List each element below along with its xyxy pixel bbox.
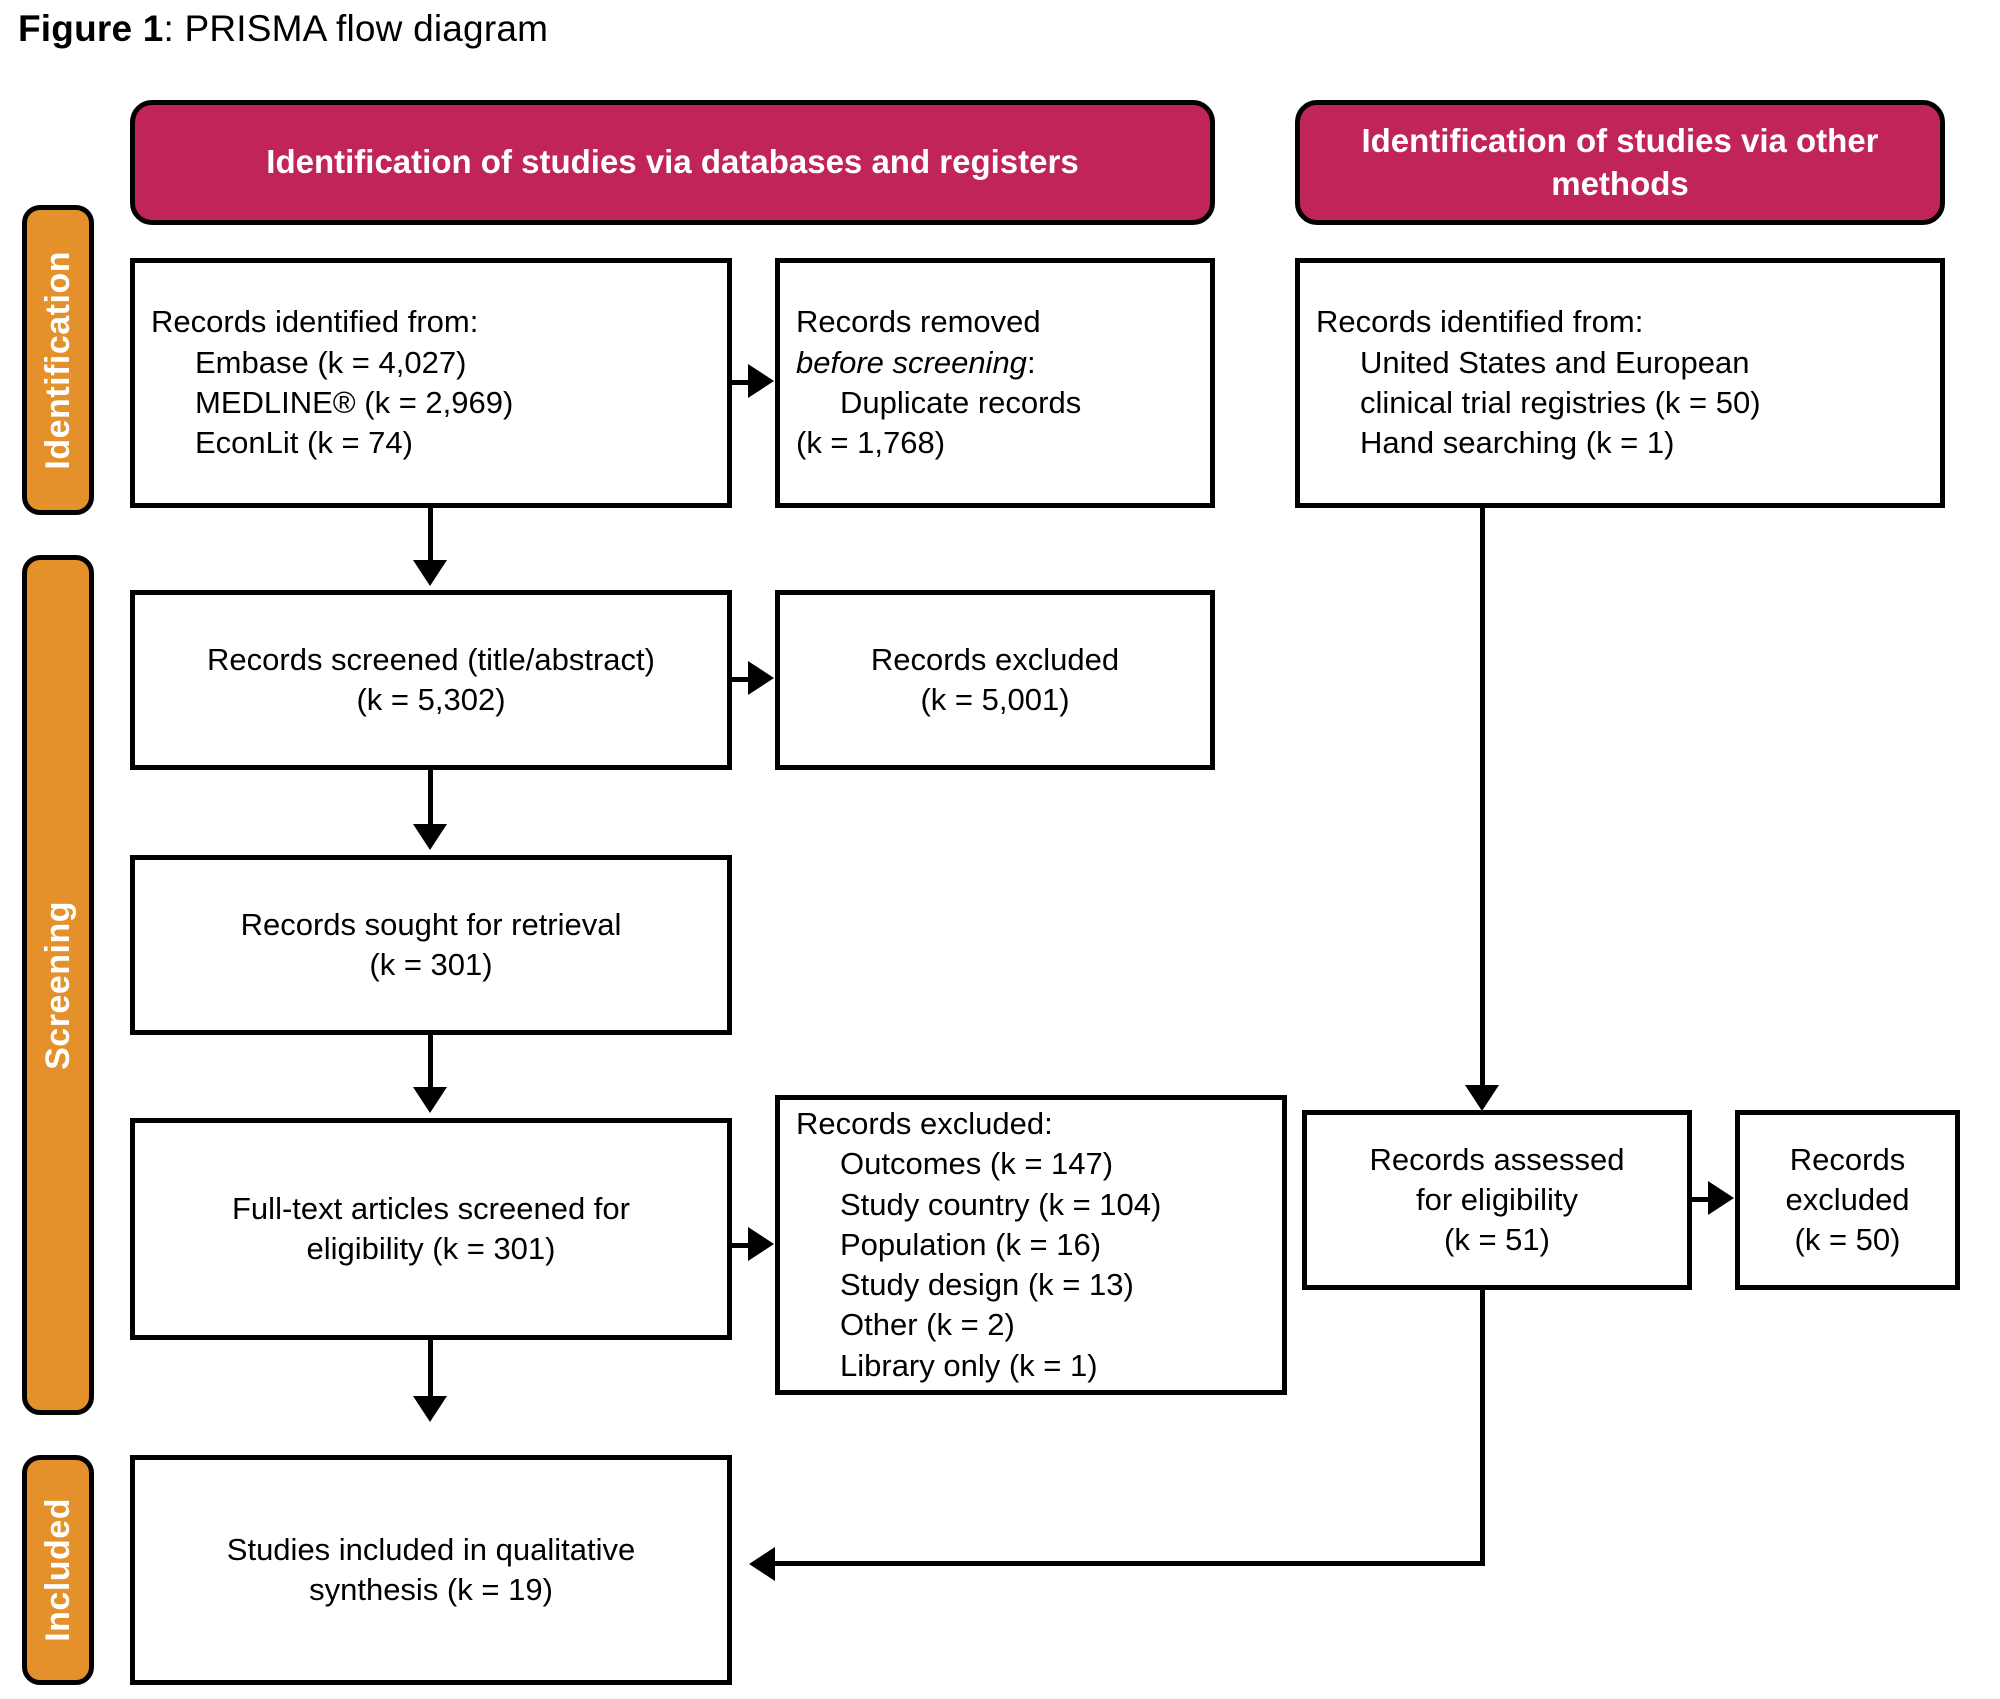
connector-other-to-assessed-line	[1480, 508, 1485, 1091]
connector-identified-to-screened-arrow	[413, 560, 447, 586]
box-records-excluded-fulltext: Records excluded: Outcomes (k = 147) Stu…	[775, 1095, 1287, 1395]
figure-label: Figure 1	[18, 8, 164, 49]
stage-label-included: Included	[38, 1498, 77, 1642]
connector-identified-to-screened-line	[428, 508, 433, 564]
stage-band-screening: Screening	[22, 555, 94, 1415]
records-excluded-fulltext-reason-6: Library only (k = 1)	[840, 1347, 1098, 1383]
records-identified-line-2: Embase (k = 4,027)	[195, 344, 467, 380]
stage-label-screening: Screening	[38, 900, 77, 1070]
other-identified-line-4: Hand searching (k = 1)	[1360, 425, 1675, 461]
records-screened-line-2: (k = 5,302)	[356, 682, 506, 717]
records-identified-line-4: EconLit (k = 74)	[195, 425, 413, 461]
box-records-excluded-screen: Records excluded (k = 5,001)	[775, 590, 1215, 770]
connector-screened-to-excluded-line	[732, 677, 750, 682]
records-assessed-line-1: Records assessed	[1369, 1141, 1625, 1177]
studies-included-line-2: synthesis (k = 19)	[309, 1572, 553, 1607]
other-identified-line-3: clinical trial registries (k = 50)	[1360, 385, 1761, 420]
connector-identified-to-removed-arrow	[748, 364, 774, 398]
connector-identified-to-removed-line	[732, 380, 750, 385]
studies-included-line-1: Studies included in qualitative	[226, 1531, 636, 1567]
records-excluded-fulltext-title: Records excluded:	[796, 1105, 1053, 1141]
header-databases-label: Identification of studies via databases …	[266, 143, 1079, 181]
connector-assessed-to-included-hline	[775, 1561, 1485, 1566]
connector-fulltext-to-included-line	[428, 1340, 433, 1400]
connector-assessed-to-excluded-line	[1692, 1197, 1710, 1202]
connector-fulltext-to-excluded-arrow	[748, 1227, 774, 1261]
box-records-identified: Records identified from: Embase (k = 4,0…	[130, 258, 732, 508]
header-other-methods: Identification of studies via other meth…	[1295, 100, 1945, 225]
records-removed-line-2-wrap: before screening:	[796, 343, 1036, 383]
connector-screened-to-excluded-arrow	[748, 661, 774, 695]
box-records-removed: Records removed before screening: Duplic…	[775, 258, 1215, 508]
connector-assessed-to-excluded-arrow	[1708, 1181, 1734, 1215]
connector-other-to-assessed-arrow	[1465, 1085, 1499, 1111]
records-removed-line-1: Records removed	[796, 304, 1041, 340]
connector-assessed-to-included-arrow	[749, 1547, 775, 1581]
records-excluded-other-line-3: (k = 50)	[1794, 1222, 1901, 1258]
box-records-screened: Records screened (title/abstract) (k = 5…	[130, 590, 732, 770]
records-excluded-fulltext-reason-1: Outcomes (k = 147)	[840, 1146, 1114, 1182]
connector-fulltext-to-excluded-line	[732, 1243, 750, 1248]
connector-sought-to-fulltext-arrow	[413, 1087, 447, 1113]
records-excluded-fulltext-reason-2: Study country (k = 104)	[840, 1186, 1162, 1222]
records-assessed-line-2: for eligibility	[1416, 1181, 1578, 1217]
figure-separator: :	[163, 8, 185, 49]
connector-sought-to-fulltext-line	[428, 1035, 433, 1091]
records-removed-line-4: (k = 1,768)	[796, 425, 946, 461]
records-sought-line-1: Records sought for retrieval	[240, 906, 622, 942]
figure-title: Figure 1: PRISMA flow diagram	[18, 8, 548, 50]
records-excluded-fulltext-reason-4: Study design (k = 13)	[840, 1267, 1134, 1303]
records-assessed-line-3: (k = 51)	[1444, 1222, 1550, 1258]
stage-band-identification: Identification	[22, 205, 94, 515]
box-records-assessed: Records assessed for eligibility (k = 51…	[1302, 1110, 1692, 1290]
records-excluded-other-line-2: excluded	[1785, 1181, 1910, 1217]
header-other-label: Identification of studies via other meth…	[1361, 122, 1879, 202]
stage-band-included: Included	[22, 1455, 94, 1685]
records-removed-line-3: Duplicate records	[840, 385, 1082, 420]
records-screened-line-1: Records screened (title/abstract)	[207, 641, 655, 677]
fulltext-screened-line-1: Full-text articles screened for	[232, 1190, 630, 1226]
other-identified-line-2: United States and European	[1360, 344, 1750, 380]
box-other-identified: Records identified from: United States a…	[1295, 258, 1945, 508]
box-records-sought: Records sought for retrieval (k = 301)	[130, 855, 732, 1035]
box-records-excluded-other: Records excluded (k = 50)	[1735, 1110, 1960, 1290]
fulltext-screened-line-2: eligibility (k = 301)	[306, 1231, 556, 1266]
records-identified-line-3: MEDLINE® (k = 2,969)	[195, 385, 514, 420]
connector-assessed-to-included-vline	[1480, 1290, 1485, 1566]
header-databases-registers: Identification of studies via databases …	[130, 100, 1215, 225]
connector-fulltext-to-included-arrow	[413, 1396, 447, 1422]
records-excluded-screen-line-1: Records excluded	[870, 641, 1120, 677]
records-removed-line-2: before screening	[796, 344, 1027, 380]
connector-screened-to-sought-arrow	[413, 824, 447, 850]
records-excluded-fulltext-reason-3: Population (k = 16)	[840, 1226, 1102, 1262]
records-excluded-other-line-1: Records	[1789, 1141, 1906, 1177]
figure-title-text: PRISMA flow diagram	[184, 8, 549, 49]
records-removed-line-2-suffix: :	[1026, 344, 1036, 380]
records-sought-line-2: (k = 301)	[369, 947, 493, 982]
box-studies-included: Studies included in qualitative synthesi…	[130, 1455, 732, 1685]
stage-label-identification: Identification	[38, 250, 77, 470]
records-identified-line-1: Records identified from:	[151, 304, 479, 340]
records-excluded-fulltext-reason-5: Other (k = 2)	[840, 1307, 1015, 1343]
records-excluded-screen-line-2: (k = 5,001)	[920, 682, 1070, 717]
connector-screened-to-sought-line	[428, 770, 433, 828]
box-fulltext-screened: Full-text articles screened for eligibil…	[130, 1118, 732, 1340]
other-identified-line-1: Records identified from:	[1316, 304, 1644, 340]
